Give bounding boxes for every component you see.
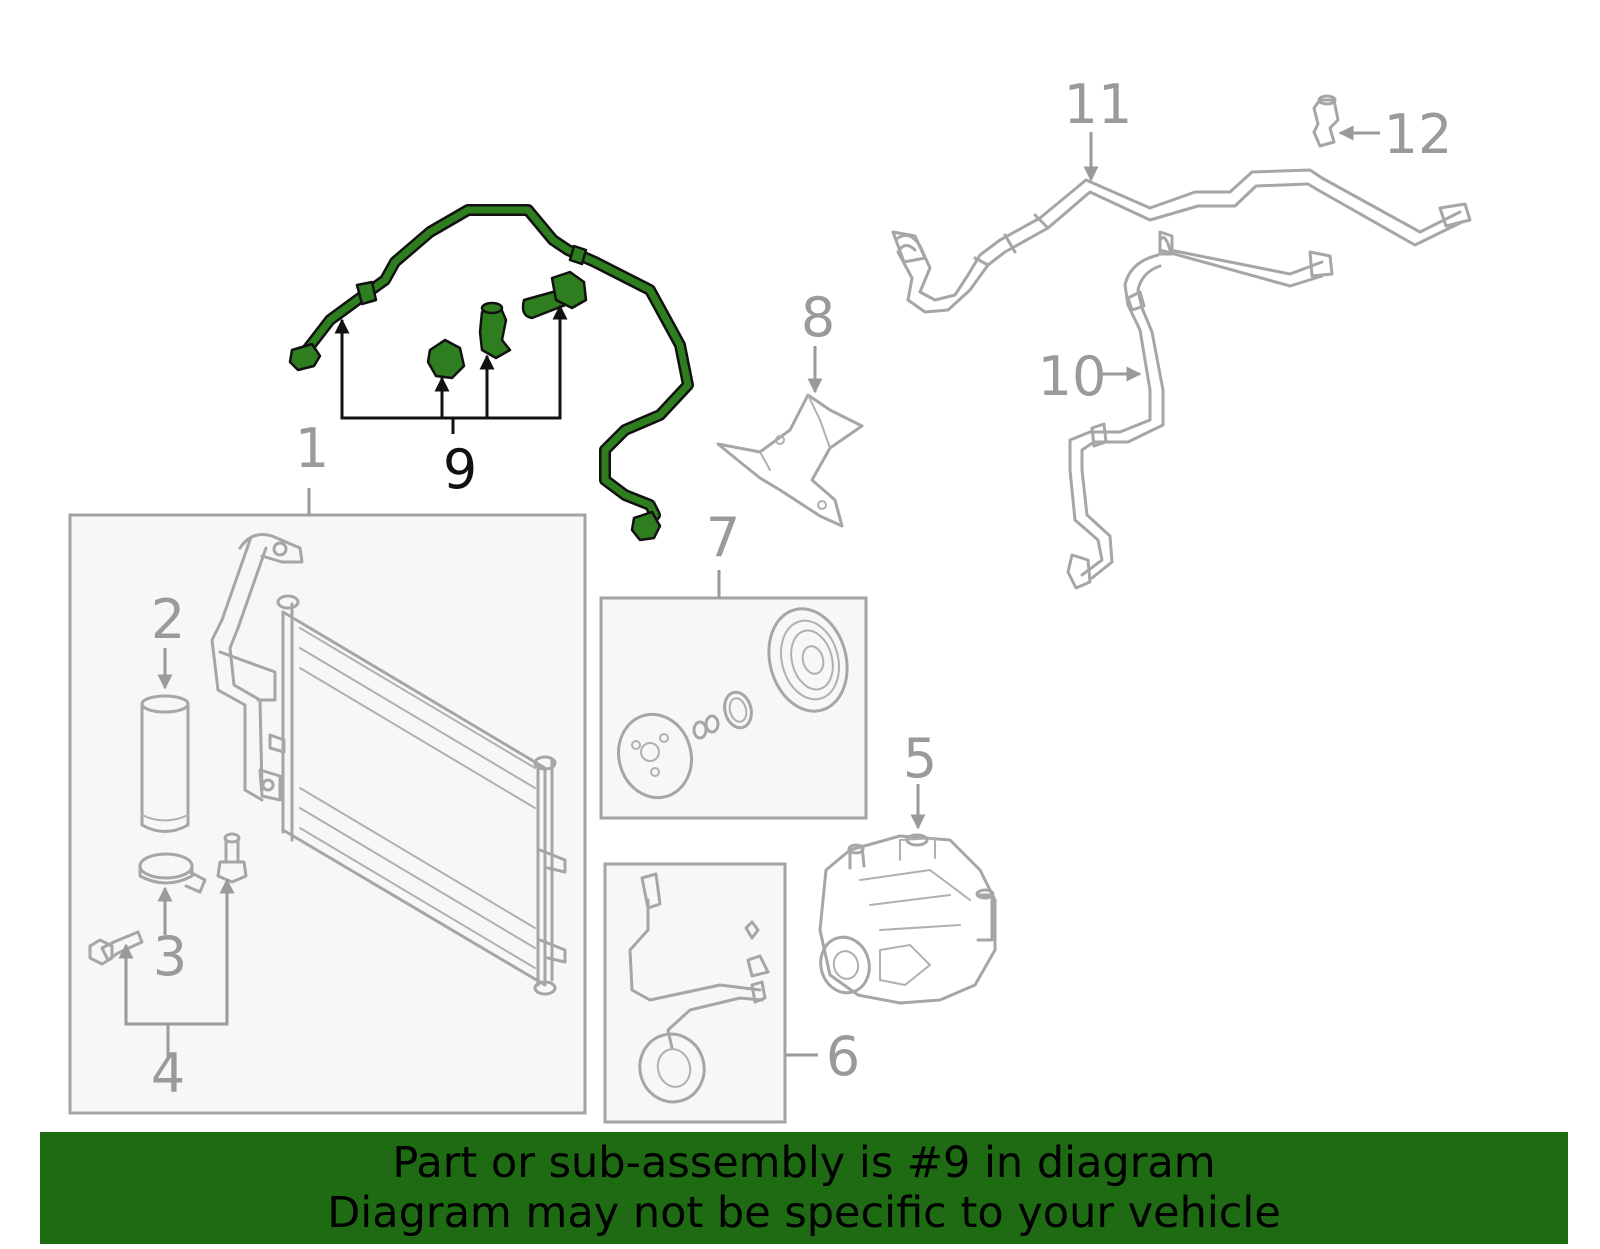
callout-9: 9	[443, 438, 477, 501]
callout-4: 4	[151, 1042, 185, 1105]
mounting-bracket	[716, 393, 864, 528]
highlighted-hose-assembly	[288, 204, 694, 542]
clutch-coil	[628, 872, 770, 1104]
banner-line-2: Diagram may not be specific to your vehi…	[327, 1188, 1281, 1238]
clutch-kit-box	[599, 596, 868, 820]
clutch-components	[617, 607, 849, 800]
condenser	[210, 533, 567, 996]
banner-line-1: Part or sub-assembly is #9 in diagram	[392, 1138, 1216, 1188]
callout-11: 11	[1064, 73, 1133, 136]
callout-7: 7	[706, 506, 740, 569]
callout-2: 2	[151, 588, 185, 651]
ac-tube-assembly	[891, 168, 1472, 314]
condenser-assembly-box	[68, 513, 587, 1115]
callout-6: 6	[826, 1025, 860, 1088]
callout-8: 8	[801, 286, 835, 349]
callout-10: 10	[1038, 345, 1107, 408]
callout-5: 5	[903, 727, 937, 790]
hose-fittings	[426, 270, 588, 380]
suction-tube	[1066, 230, 1334, 590]
callout-12: 12	[1384, 103, 1453, 166]
ac-compressor	[818, 833, 997, 1005]
callout-1: 1	[295, 417, 329, 480]
pressure-switch	[1312, 94, 1340, 148]
info-banner: Part or sub-assembly is #9 in diagram Di…	[40, 1132, 1568, 1244]
mounting-bolts	[88, 832, 248, 966]
receiver-drier	[140, 694, 190, 833]
callout-3: 3	[153, 925, 187, 988]
clutch-coil-box	[603, 862, 787, 1124]
